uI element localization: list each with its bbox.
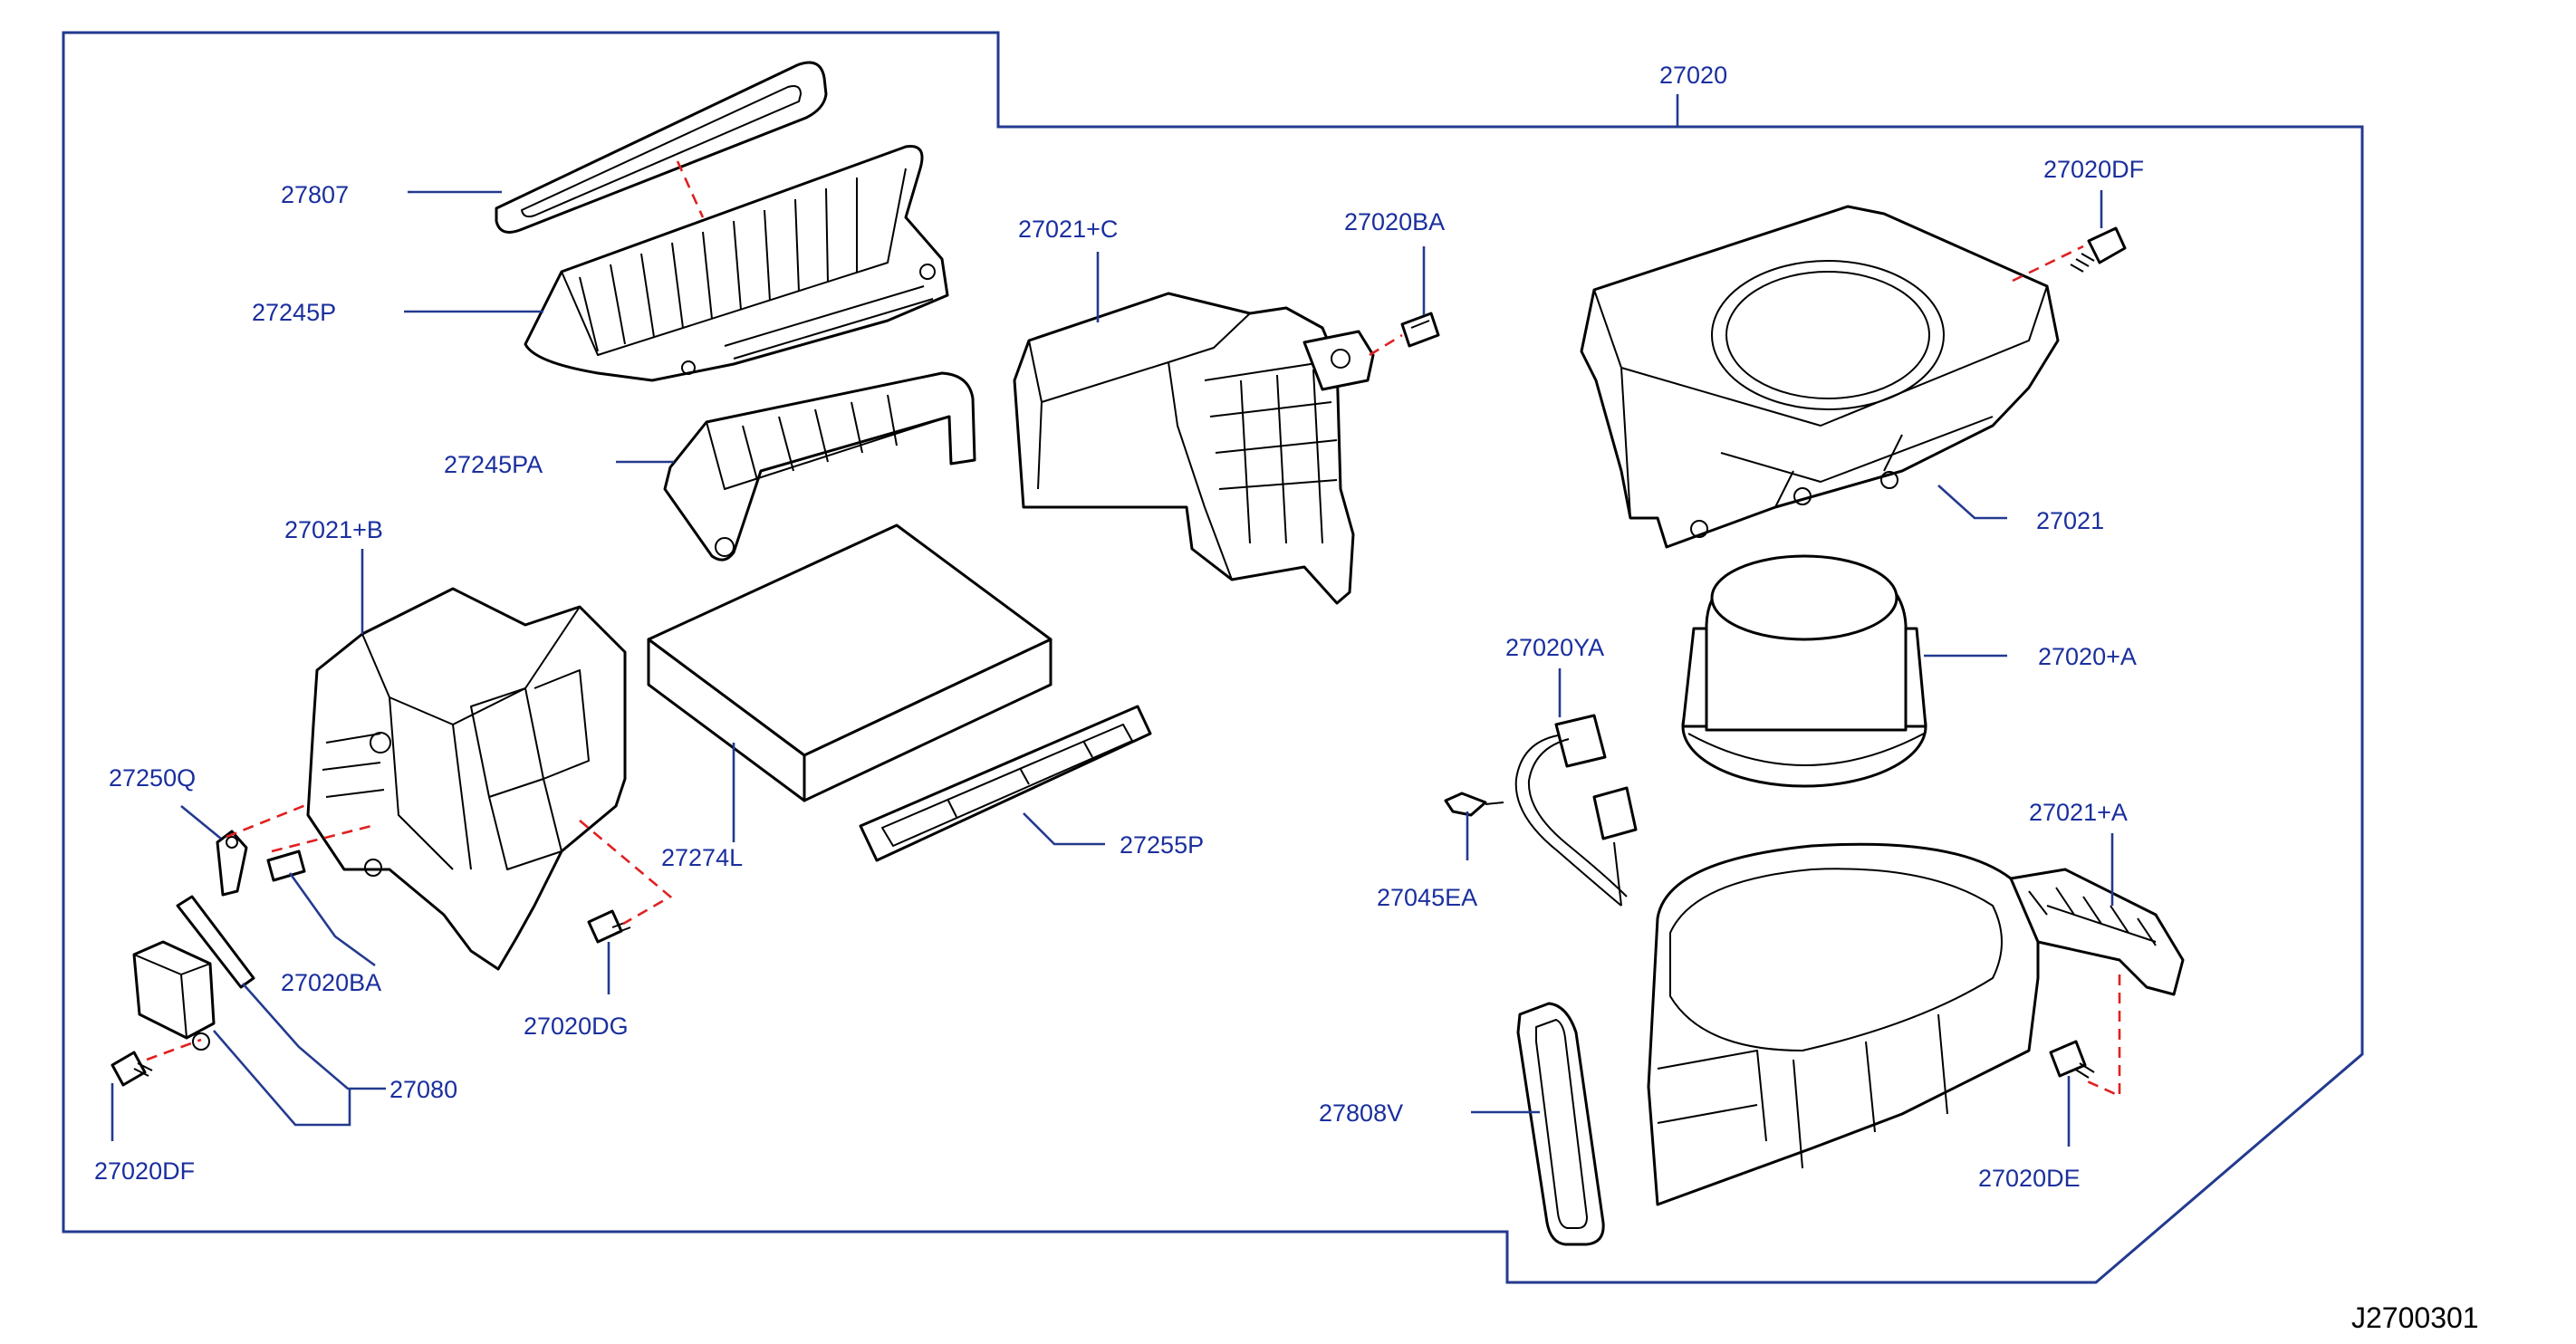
upper-case-part — [1580, 205, 2060, 549]
lever-part — [216, 830, 248, 897]
callout-27021-A: 27021+A — [2029, 799, 2128, 826]
callout-27808V: 27808V — [1319, 1099, 1403, 1127]
callout-27245P: 27245P — [252, 299, 336, 326]
diagram-code: J2700301 — [2351, 1301, 2479, 1334]
callout-27020BA-bottom: 27020BA — [281, 969, 381, 996]
case-c-part — [1013, 292, 1375, 605]
intake-cover-part — [495, 61, 828, 234]
assembly-dashed-lines — [146, 160, 2121, 1099]
callout-27045EA: 27045EA — [1377, 884, 1477, 911]
callout-27255P: 27255P — [1120, 831, 1204, 859]
filter-part — [647, 523, 1053, 802]
callout-27020DE: 27020DE — [1978, 1165, 2081, 1192]
leader-lines — [111, 94, 2114, 1147]
screw-df-top-part — [2070, 226, 2127, 273]
callout-27021-C: 27021+C — [1018, 216, 1118, 243]
case-b-part — [306, 587, 627, 971]
callout-27021: 27021 — [2036, 507, 2104, 534]
intake-upper-part — [524, 145, 949, 382]
callout-27245PA: 27245PA — [444, 451, 543, 478]
connector-clip-part — [1444, 792, 1504, 817]
callout-27020-A: 27020+A — [2038, 643, 2137, 670]
actuator-part — [132, 895, 255, 1051]
seal-part — [1516, 1002, 1605, 1246]
callout-27020DG: 27020DG — [524, 1013, 629, 1040]
scroll-case-part — [1647, 842, 2185, 1206]
callout-27021-B: 27021+B — [284, 516, 383, 543]
callout-27020BA-top: 27020BA — [1344, 208, 1445, 235]
callout-27250Q: 27250Q — [109, 764, 196, 792]
motor-part — [1681, 554, 1927, 788]
screw-dg-part — [587, 909, 631, 944]
callout-27020DF-top: 27020DF — [2043, 156, 2144, 183]
screw-df-bottom-part — [111, 1051, 153, 1087]
callout-27274L: 27274L — [661, 844, 743, 871]
harness-part — [1514, 714, 1638, 907]
intake-lower-part — [663, 371, 976, 562]
callout-27080: 27080 — [389, 1076, 457, 1103]
callout-27020DF-bottom: 27020DF — [94, 1157, 195, 1185]
filter-cover-part — [859, 705, 1152, 862]
clip-ba-bottom-part — [266, 850, 306, 882]
callout-27020: 27020 — [1659, 62, 1727, 89]
callout-27020YA: 27020YA — [1505, 634, 1604, 661]
callout-27807: 27807 — [281, 181, 349, 208]
assembly-frame — [62, 31, 2364, 1284]
clip-ba-top-part — [1400, 312, 1440, 348]
screw-de-part — [2049, 1040, 2095, 1079]
